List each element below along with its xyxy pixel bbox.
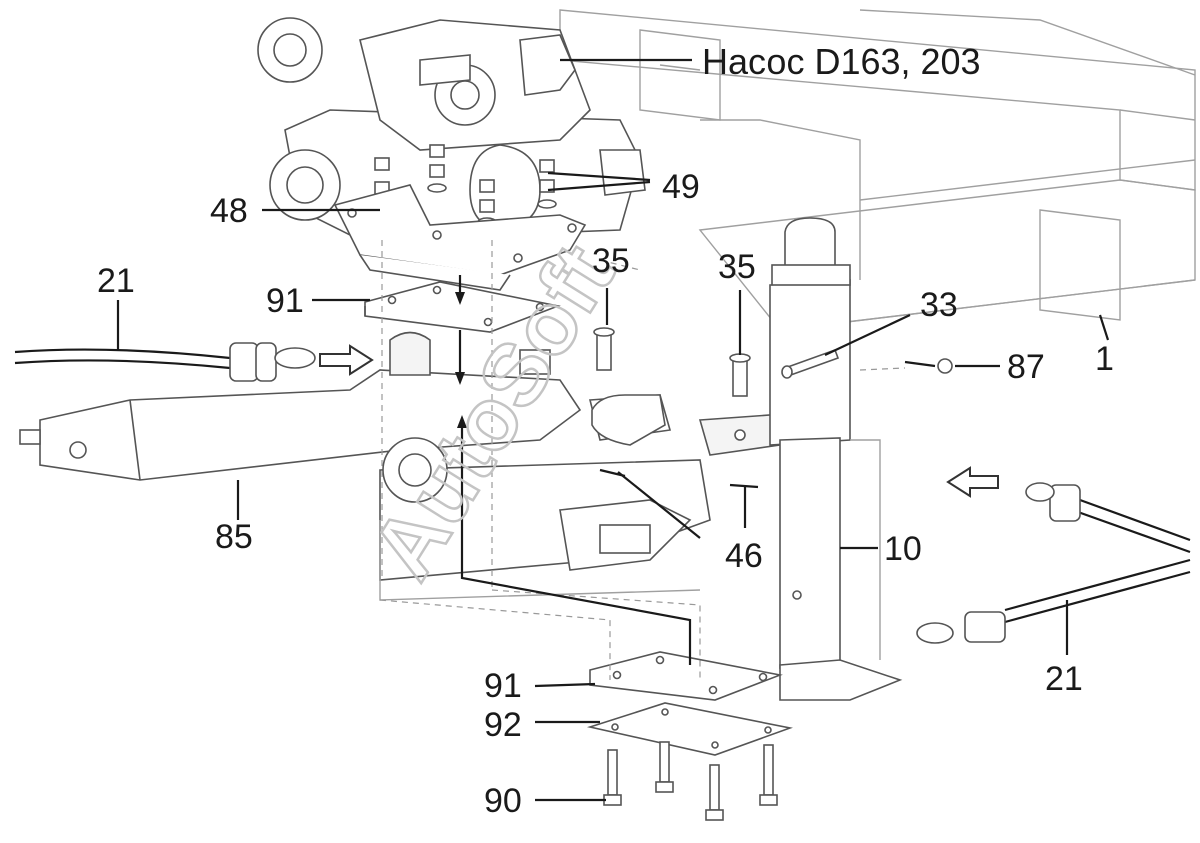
label-49: 49 xyxy=(662,168,700,206)
spacer-plate-top xyxy=(364,281,561,333)
label-90: 90 xyxy=(484,782,522,820)
label-85: 85 xyxy=(215,518,253,556)
arrow-right-icon xyxy=(319,344,374,376)
pump-assembly xyxy=(257,17,646,241)
label-21-left: 21 xyxy=(97,262,135,300)
label-48: 48 xyxy=(210,192,248,230)
label-92: 92 xyxy=(484,706,522,744)
jack-stand xyxy=(769,217,903,701)
bottom-plates xyxy=(586,651,793,821)
hardware xyxy=(591,327,953,489)
label-35-right: 35 xyxy=(718,248,756,286)
label-10: 10 xyxy=(884,530,922,568)
leader-lines xyxy=(116,58,1110,802)
label-46: 46 xyxy=(725,537,763,575)
label-33: 33 xyxy=(920,286,958,324)
guide-lines xyxy=(379,240,906,680)
label-21-right: 21 xyxy=(1045,660,1083,698)
arrow-left-icon xyxy=(946,466,999,498)
label-pump: Насос D163, 203 xyxy=(702,41,981,82)
label-35-left: 35 xyxy=(592,242,630,280)
label-91-bottom: 91 xyxy=(484,667,522,705)
part-labels: Насос D163, 203 49 48 21 91 35 35 33 87 … xyxy=(97,41,1114,820)
label-91-top: 91 xyxy=(266,282,304,320)
hydraulic-hoses xyxy=(14,342,1191,644)
label-87: 87 xyxy=(1007,348,1045,386)
label-1: 1 xyxy=(1095,340,1114,378)
